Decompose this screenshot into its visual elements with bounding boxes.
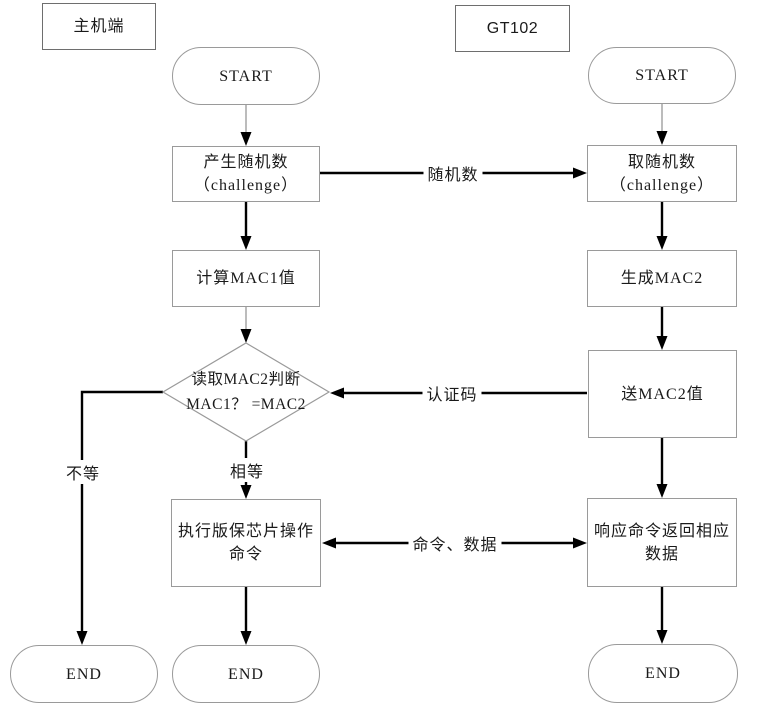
host-generate-random-step: 产生随机数 （challenge） — [172, 146, 320, 202]
edge-respond-to-end — [656, 587, 668, 644]
edge-gen-mac2-to-send-mac2 — [656, 307, 668, 350]
device-get-random-line1: 取随机数 — [627, 153, 696, 171]
host-exec-command-step: 执行版保芯片操作 命令 — [171, 499, 321, 587]
device-respond-line2: 数据 — [644, 545, 679, 563]
device-respond-line1: 响应命令返回相应 — [593, 522, 730, 540]
host-calc-mac1-step: 计算MAC1值 — [172, 250, 320, 307]
device-send-mac2-step: 送MAC2值 — [588, 350, 737, 438]
host-decision-text: 读取MAC2判断 MAC1？ =MAC2 — [164, 348, 328, 436]
host-start-terminator: START — [172, 47, 320, 105]
edge-device-start-to-get-random — [656, 104, 668, 145]
device-start-terminator: START — [588, 47, 736, 104]
decision-diamond-shape — [161, 342, 331, 442]
host-decision-line1: 读取MAC2判断 — [191, 371, 301, 388]
edge-get-random-to-gen-mac2 — [656, 202, 668, 250]
edge-label-equal: 相等 — [225, 458, 269, 482]
device-start-label: START — [635, 67, 689, 84]
edge-label-random-number: 随机数 — [423, 161, 483, 185]
device-get-random-step: 取随机数 （challenge） — [587, 145, 737, 202]
host-start-label: START — [219, 67, 273, 85]
device-gen-mac2-label: 生成MAC2 — [620, 270, 704, 287]
host-exec-command-line2: 命令 — [228, 546, 263, 563]
device-gen-mac2-step: 生成MAC2 — [587, 250, 737, 307]
edge-label-command-data: 命令、数据 — [408, 531, 502, 555]
host-end-label: END — [228, 665, 264, 683]
edge-gen-random-to-calc-mac1 — [240, 202, 252, 250]
edge-exec-to-end — [240, 587, 252, 645]
lane-label-gt102: GT102 — [455, 5, 570, 52]
device-send-mac2-label: 送MAC2值 — [621, 385, 704, 403]
device-respond-step: 响应命令返回相应 数据 — [587, 498, 737, 587]
host-decision-line2: MAC1？ =MAC2 — [186, 396, 306, 413]
host-end-not-equal-label: END — [66, 665, 102, 683]
host-end-not-equal-terminator: END — [10, 645, 158, 703]
edge-label-not-equal: 不等 — [61, 460, 105, 484]
host-calc-mac1-label: 计算MAC1值 — [196, 270, 296, 287]
host-generate-random-line2: （challenge） — [193, 177, 299, 194]
lane-label-host-text: 主机端 — [73, 18, 125, 35]
lane-label-gt102-text: GT102 — [486, 20, 539, 37]
edge-calc-mac1-to-decision — [240, 307, 252, 343]
edge-send-mac2-to-respond — [656, 438, 668, 498]
host-exec-command-line1: 执行版保芯片操作 — [177, 523, 314, 540]
device-end-terminator: END — [588, 644, 738, 703]
edge-label-auth-code: 认证码 — [422, 381, 482, 405]
edge-decision-not-equal-to-end — [76, 390, 163, 645]
device-end-label: END — [645, 665, 681, 682]
device-get-random-line2: （challenge） — [609, 176, 715, 194]
edge-host-start-to-gen-random — [240, 105, 252, 146]
host-end-terminator: END — [172, 645, 320, 703]
lane-label-host: 主机端 — [42, 3, 156, 50]
host-generate-random-line1: 产生随机数 — [203, 154, 289, 171]
